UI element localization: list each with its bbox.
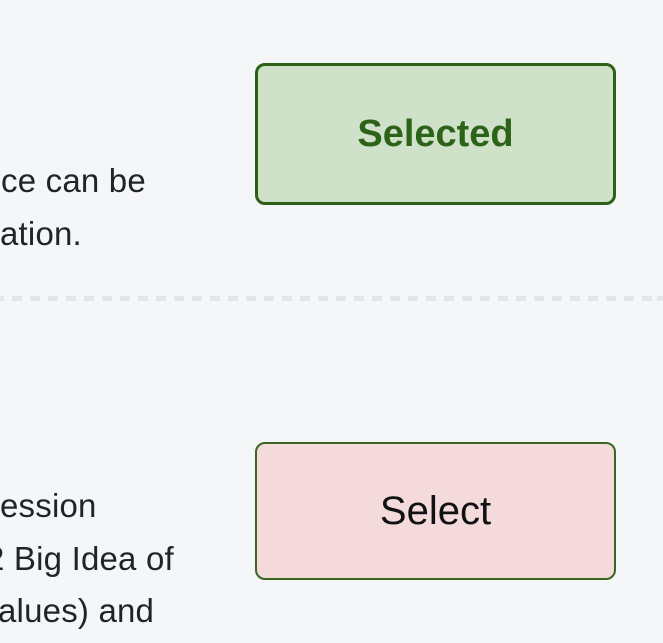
option-description-line: ation. [0,215,82,252]
option-description-line: 2 Big Idea of [0,540,174,577]
dashed-divider [0,296,663,301]
selected-button[interactable]: Selected [255,63,616,205]
option-description-line: alues) and [0,592,155,629]
option-description-line: ession [0,487,97,524]
option-description-line: ce can be [1,162,146,199]
select-button[interactable]: Select [255,442,616,580]
